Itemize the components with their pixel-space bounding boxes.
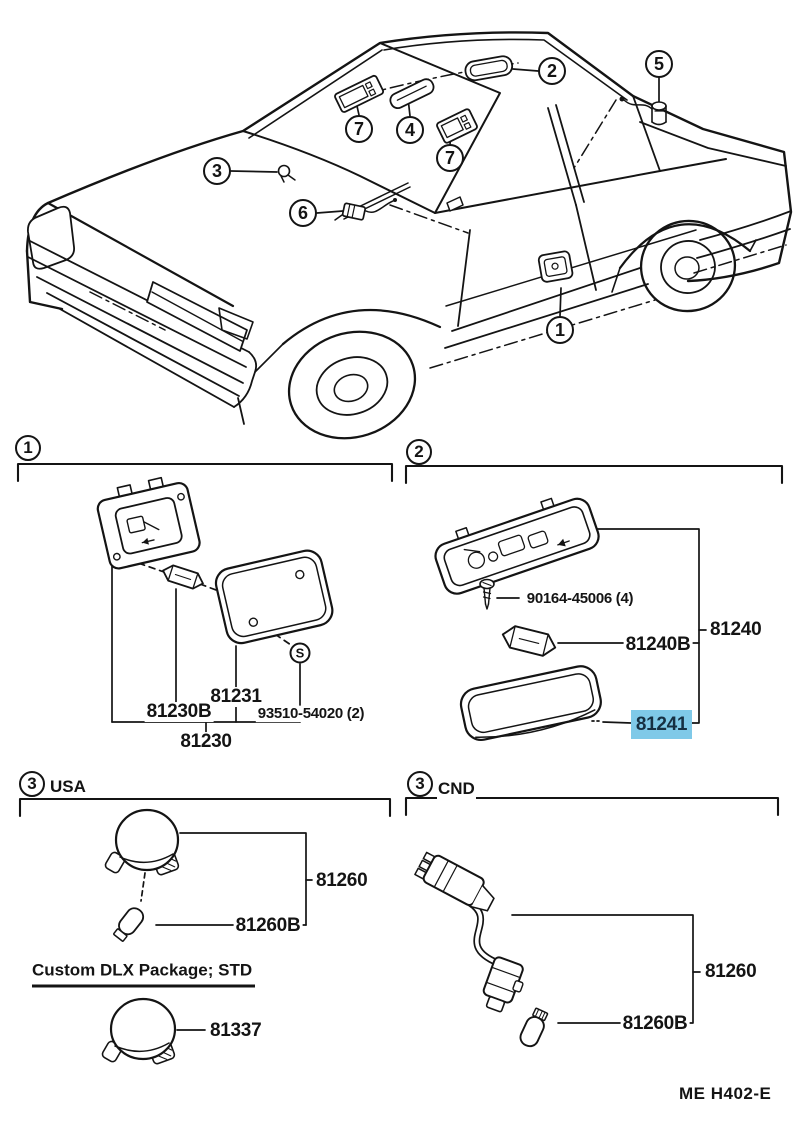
highlighted-part-label-81241[interactable]: 81241 xyxy=(631,710,692,739)
rear-wheel-icon xyxy=(639,219,737,313)
part-label-cnd-bulb-81260B: 81260B xyxy=(620,1013,690,1035)
map-lamp-rear-icon xyxy=(436,108,478,144)
section2-festoon-bulb xyxy=(501,625,557,657)
car-callout-7a: 7 xyxy=(345,115,373,143)
section3-cnd-badge: 3 xyxy=(407,771,433,797)
dlx-dome-lamp xyxy=(101,997,177,1065)
cnd-wedge-bulb xyxy=(519,1007,549,1048)
part-label-81337: 81337 xyxy=(208,1020,264,1042)
section3-cnd-region-label: CND xyxy=(437,779,476,799)
section2-lens xyxy=(459,665,602,741)
car-callout-5: 5 xyxy=(645,50,673,78)
part-label-assembly-81230: 81230 xyxy=(178,731,234,753)
car-callout-7b: 7 xyxy=(436,144,464,172)
cnd-wire xyxy=(466,899,502,967)
car-callout-4: 4 xyxy=(396,116,424,144)
car-callout-2: 2 xyxy=(538,57,566,85)
section2-screw xyxy=(479,578,495,610)
section2-badge: 2 xyxy=(406,439,432,465)
part-label-screws-93510: 93510-54020 (2) xyxy=(255,705,367,723)
part-label-cnd-assembly-81260: 81260 xyxy=(703,961,759,983)
car-callout-1: 1 xyxy=(546,316,574,344)
windshield-clip-icon xyxy=(277,164,296,183)
car-body xyxy=(25,31,793,425)
usa-wedge-bulb xyxy=(113,907,145,942)
section1-festoon-bulb xyxy=(162,564,204,590)
screw-symbol-badge: S xyxy=(289,642,311,664)
part-label-assembly-81240: 81240 xyxy=(708,619,764,641)
car-callout-6: 6 xyxy=(289,199,317,227)
trim-package-note: Custom DLX Package; STD xyxy=(32,960,256,988)
car-callout-3: 3 xyxy=(203,157,231,185)
part-label-bulb-81240B: 81240B xyxy=(623,634,693,656)
front-wheel-icon xyxy=(287,330,417,440)
part-label-lens-81231: 81231 xyxy=(208,686,264,708)
section2-lamp-base xyxy=(434,497,600,595)
cnd-connector xyxy=(414,851,495,912)
section3-usa-badge: 3 xyxy=(19,771,45,797)
section1-badge: 1 xyxy=(15,435,41,461)
section3-usa-region-label: USA xyxy=(49,777,87,797)
door-courtesy-switch-icon xyxy=(537,250,574,283)
harness-connector-icon xyxy=(341,198,397,221)
cnd-callout-lines xyxy=(511,914,701,1024)
part-label-usa-assembly-81260: 81260 xyxy=(314,870,370,892)
luggage-lamp-icon xyxy=(619,96,667,126)
car-illustration xyxy=(25,31,793,440)
dome-lamp-roof-icon xyxy=(464,55,514,82)
part-label-bulb-81230B: 81230B xyxy=(144,701,214,723)
section1-lamp-housing xyxy=(96,476,201,570)
page-doc-code: ME H402-E xyxy=(679,1084,772,1103)
cnd-bulb-socket xyxy=(482,956,524,1013)
map-lamp-front-icon xyxy=(334,74,385,113)
section1-lens xyxy=(214,549,334,645)
section3-usa-diagram xyxy=(101,808,313,1065)
visor-lamp-lens-icon xyxy=(389,78,435,110)
section2-diagram xyxy=(434,497,707,741)
section-brackets xyxy=(16,462,784,818)
section1-diagram xyxy=(96,476,334,735)
usa-dome-lamp xyxy=(104,808,180,876)
part-label-usa-bulb-81260B: 81260B xyxy=(233,915,303,937)
part-label-screws-90164: 90164-45006 (4) xyxy=(524,590,636,608)
section3-cnd-diagram xyxy=(414,851,701,1048)
